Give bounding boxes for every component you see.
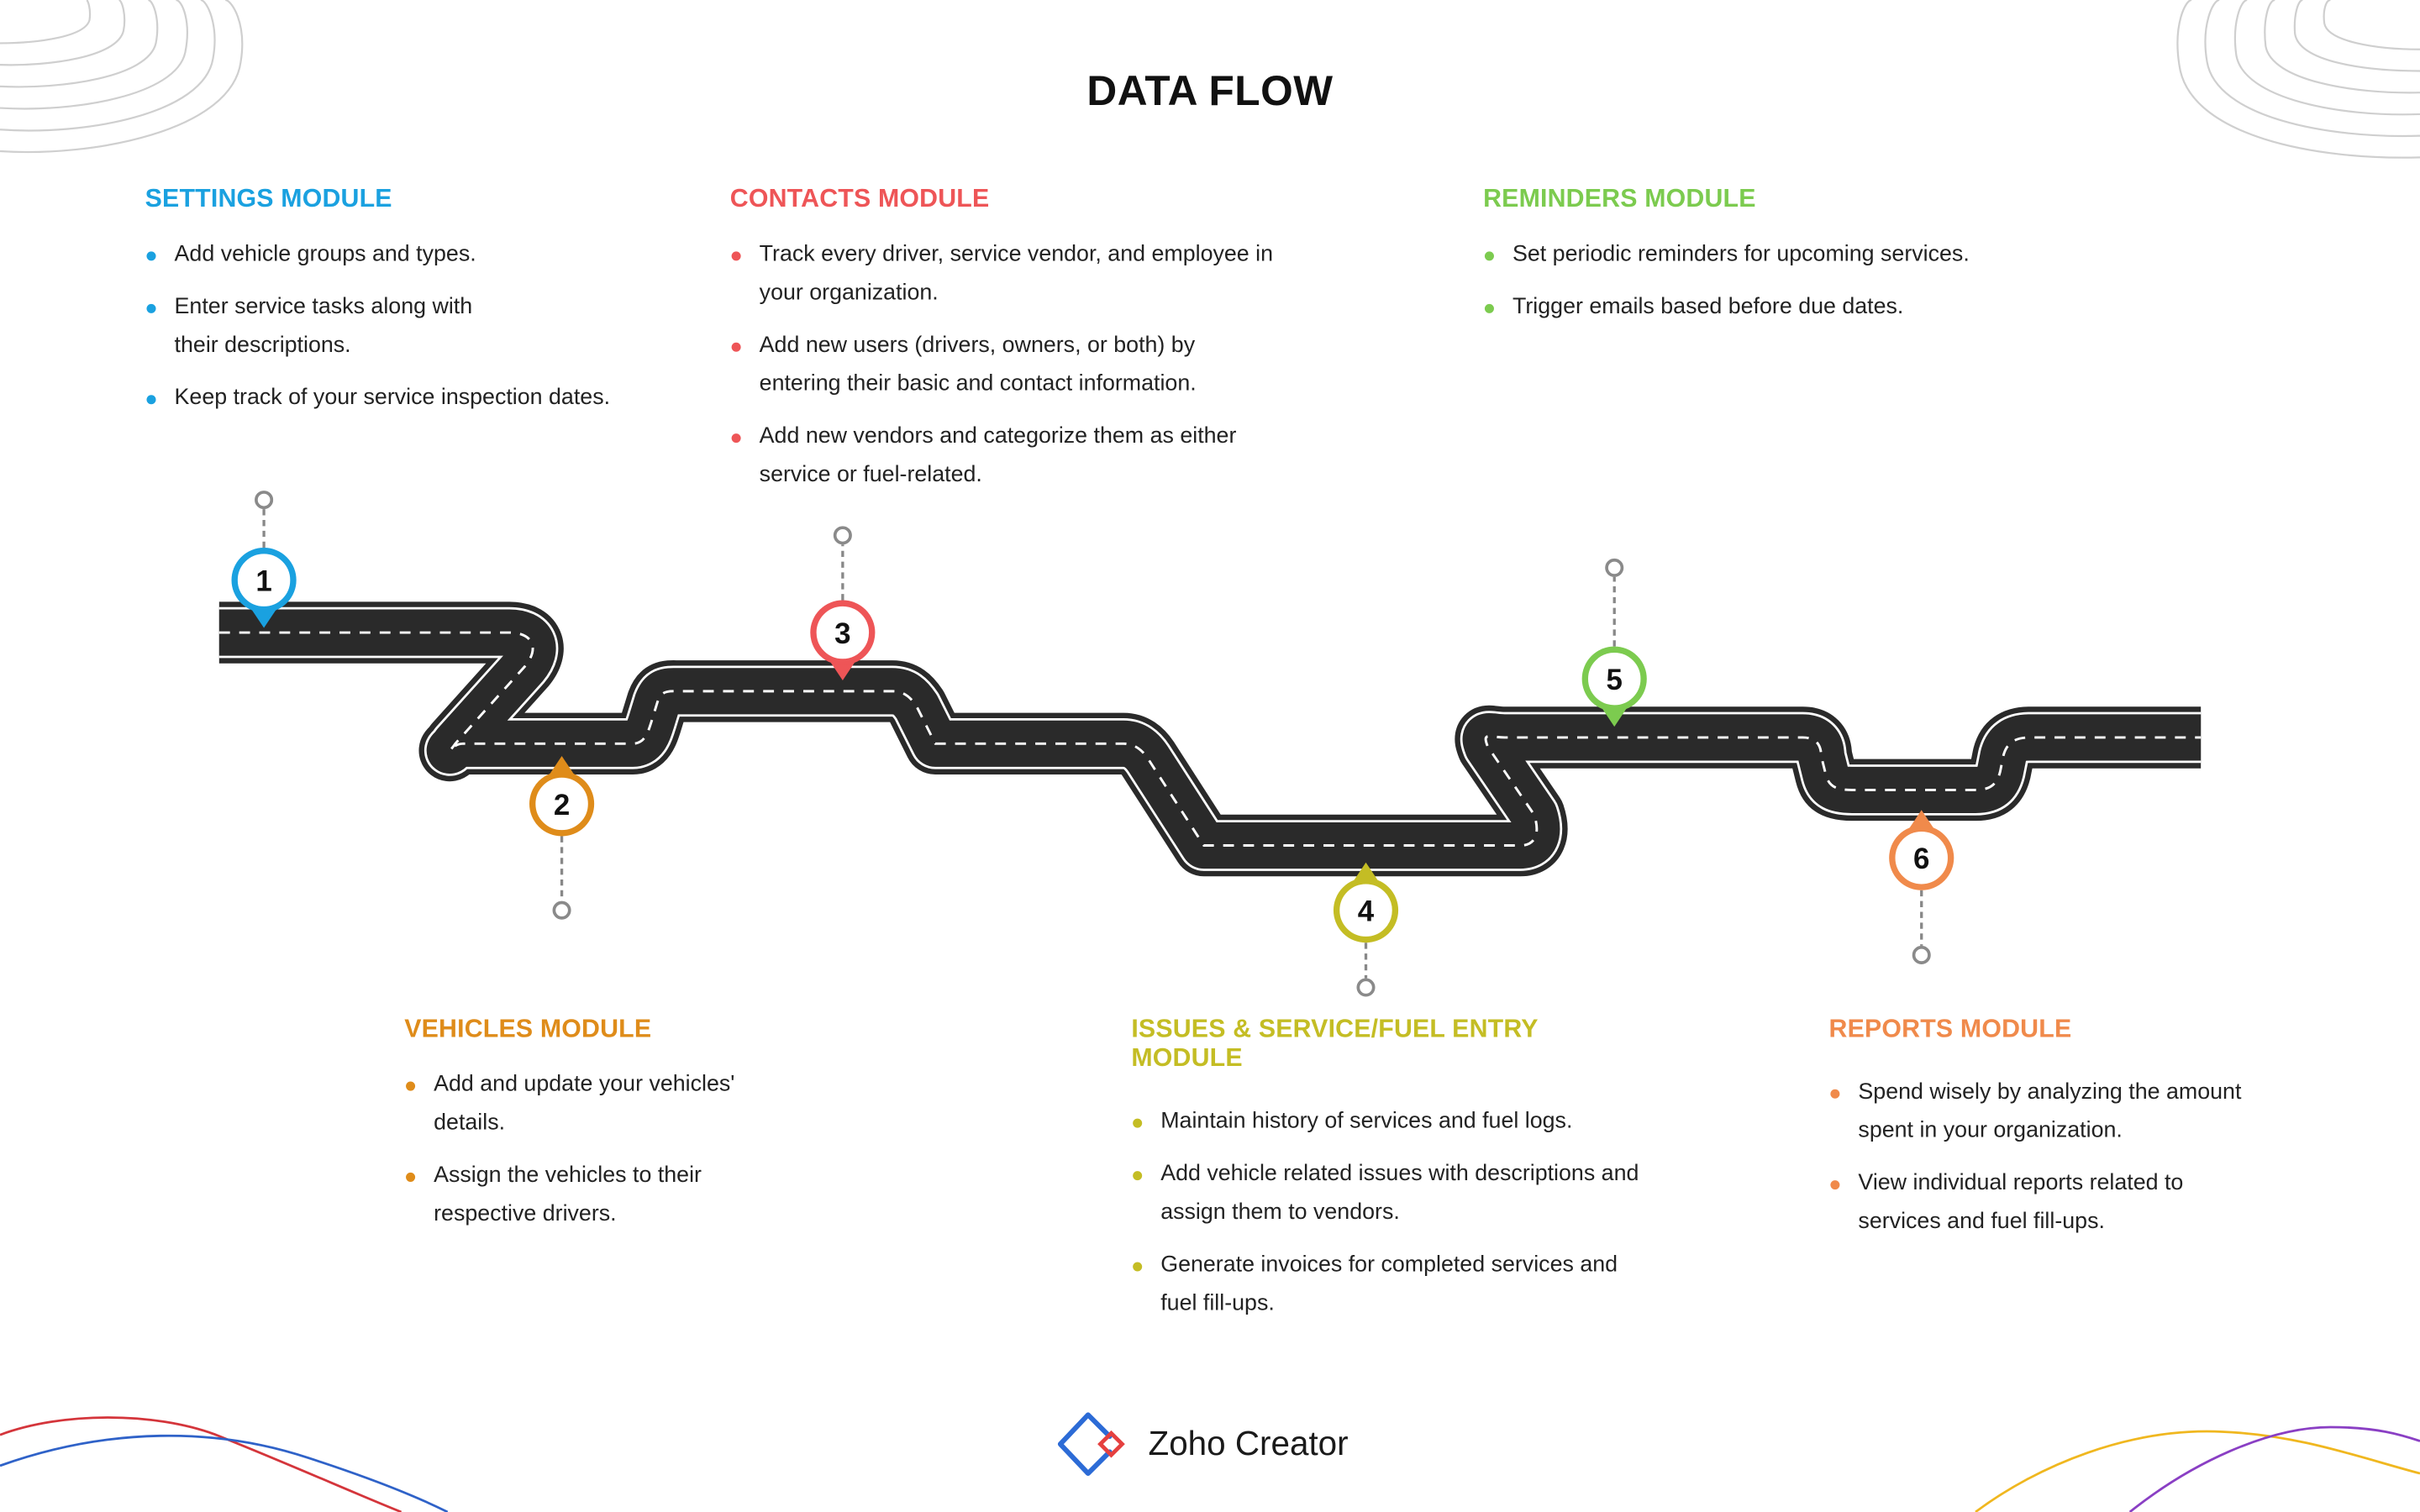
contour-decoration-top-right — [2176, 0, 2420, 159]
bullet-item: Add new users (drivers, owners, or both)… — [730, 327, 1278, 404]
pin-circle — [1889, 825, 1954, 890]
bullet-item: Keep track of your service inspection da… — [145, 380, 655, 418]
page-title: DATA FLOW — [1086, 67, 1334, 114]
pin-number: 5 — [1607, 664, 1623, 696]
contacts-module: CONTACTS MODULE Track every driver, serv… — [730, 185, 1278, 509]
pin-end-dot — [1356, 978, 1376, 997]
bullet-list: Add vehicle groups and types. Enter serv… — [145, 236, 655, 418]
settings-module: SETTINGS MODULE Add vehicle groups and t… — [145, 185, 655, 432]
pin-number: 2 — [554, 789, 570, 822]
bullet-item: Trigger emails based before due dates. — [1483, 288, 2039, 327]
module-title: REMINDERS MODULE — [1483, 185, 1756, 213]
wave-decoration-bottom-right — [1975, 1425, 2420, 1512]
pin-6: 6 — [1889, 810, 1954, 964]
milestone-pins: 1 2 3 4 5 6 — [231, 491, 1954, 997]
brand-name: Zoho Creator — [1148, 1424, 1349, 1463]
pin-end-dot — [833, 526, 852, 545]
pin-number: 1 — [255, 564, 271, 597]
pin-2: 2 — [529, 756, 595, 920]
module-title: VEHICLES MODULE — [404, 1015, 652, 1043]
zoho-creator-logo-icon — [1057, 1412, 1125, 1477]
bullet-list: Track every driver, service vendor, and … — [730, 236, 1278, 496]
bullet-item: Add vehicle groups and types. — [145, 236, 655, 275]
bullet-list: Add and update your vehicles' details. A… — [404, 1066, 775, 1234]
pin-3: 3 — [810, 526, 876, 681]
reports-module: REPORTS MODULE Spend wisely by analyzing… — [1829, 1016, 2292, 1257]
wave-decoration-bottom-left — [0, 1416, 449, 1512]
pin-1: 1 — [231, 491, 297, 628]
pin-number: 6 — [1913, 843, 1929, 875]
bullet-item: Enter service tasks along with their des… — [145, 288, 655, 365]
pin-4: 4 — [1333, 862, 1399, 997]
issues-service-fuel-entry-module: ISSUES & SERVICE/FUEL ENTRY MODULE Maint… — [1131, 1016, 1655, 1338]
bullet-item: Track every driver, service vendor, and … — [730, 236, 1278, 313]
pin-circle — [529, 771, 595, 837]
road-center-dashes — [218, 631, 2202, 848]
bullet-item: Add vehicle related issues with descript… — [1131, 1156, 1655, 1233]
pin-number: 3 — [834, 617, 850, 650]
pin-circle — [1581, 646, 1647, 711]
pin-number: 4 — [1358, 895, 1375, 928]
bullet-item: Add and update your vehicles' details. — [404, 1066, 775, 1143]
bullet-list: Set periodic reminders for upcoming serv… — [1483, 236, 2039, 327]
bullet-list: Maintain history of services and fuel lo… — [1131, 1103, 1655, 1324]
module-title: CONTACTS MODULE — [729, 185, 990, 213]
module-title: ISSUES & SERVICE/FUEL ENTRY MODULE — [1131, 1015, 1539, 1073]
pin-circle — [810, 600, 876, 665]
bullet-item: Maintain history of services and fuel lo… — [1131, 1103, 1655, 1142]
pin-circle — [231, 548, 297, 613]
reminders-module: REMINDERS MODULE Set periodic reminders … — [1483, 185, 2039, 341]
bullet-item: Add new vendors and categorize them as e… — [730, 418, 1278, 496]
road — [218, 601, 2202, 877]
pin-circle — [1333, 878, 1399, 943]
bullet-list: Spend wisely by analyzing the amount spe… — [1829, 1074, 2292, 1242]
bullet-item: Generate invoices for completed services… — [1131, 1247, 1655, 1324]
bullet-item: Assign the vehicles to their respective … — [404, 1158, 775, 1235]
pin-end-dot — [552, 900, 571, 920]
pin-5: 5 — [1581, 558, 1647, 727]
module-title: SETTINGS MODULE — [145, 185, 392, 213]
bullet-item: View individual reports related to servi… — [1829, 1165, 2292, 1242]
bullet-item: Set periodic reminders for upcoming serv… — [1483, 236, 2039, 275]
module-title: REPORTS MODULE — [1828, 1015, 2072, 1043]
bullet-item: Spend wisely by analyzing the amount spe… — [1829, 1074, 2292, 1151]
pin-end-dot — [1605, 558, 1624, 577]
pin-end-dot — [255, 491, 274, 510]
pin-end-dot — [1912, 945, 1931, 964]
contour-decoration-top-left — [0, 0, 244, 154]
vehicles-module: VEHICLES MODULE Add and update your vehi… — [404, 1016, 775, 1248]
